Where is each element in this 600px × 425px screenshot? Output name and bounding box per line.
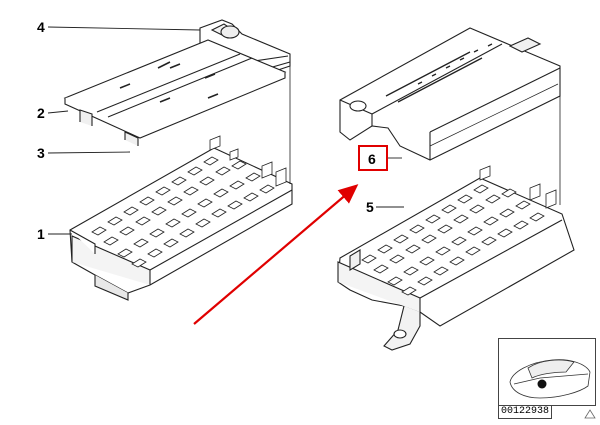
catalog-number: 00122938: [498, 405, 553, 419]
callout-1: 1: [37, 226, 45, 242]
callout-4: 4: [37, 19, 45, 35]
callout-2: 2: [37, 105, 45, 121]
fuse-slots-part-1: [91, 135, 287, 268]
cover-part-6: [339, 27, 561, 161]
callout-3: 3: [37, 145, 45, 161]
leader-line-2: [47, 110, 69, 114]
fuse-slots-part-5: [361, 165, 557, 296]
vehicle-locator-overlay: [509, 359, 591, 399]
leader-line-3: [47, 151, 131, 154]
callout-6: 6: [368, 151, 376, 167]
highlight-arrow: [193, 184, 359, 325]
cover-part-4: [199, 19, 291, 77]
leader-line-4: [47, 26, 201, 31]
callout-5: 5: [366, 199, 374, 215]
lid-part-2: [63, 39, 287, 146]
callout-6-highlight-box: 6: [358, 145, 388, 171]
warning-triangle-icon: [584, 409, 596, 419]
fusebox-base-part-5: [337, 177, 575, 351]
fusebox-base-part-1: [69, 147, 293, 301]
